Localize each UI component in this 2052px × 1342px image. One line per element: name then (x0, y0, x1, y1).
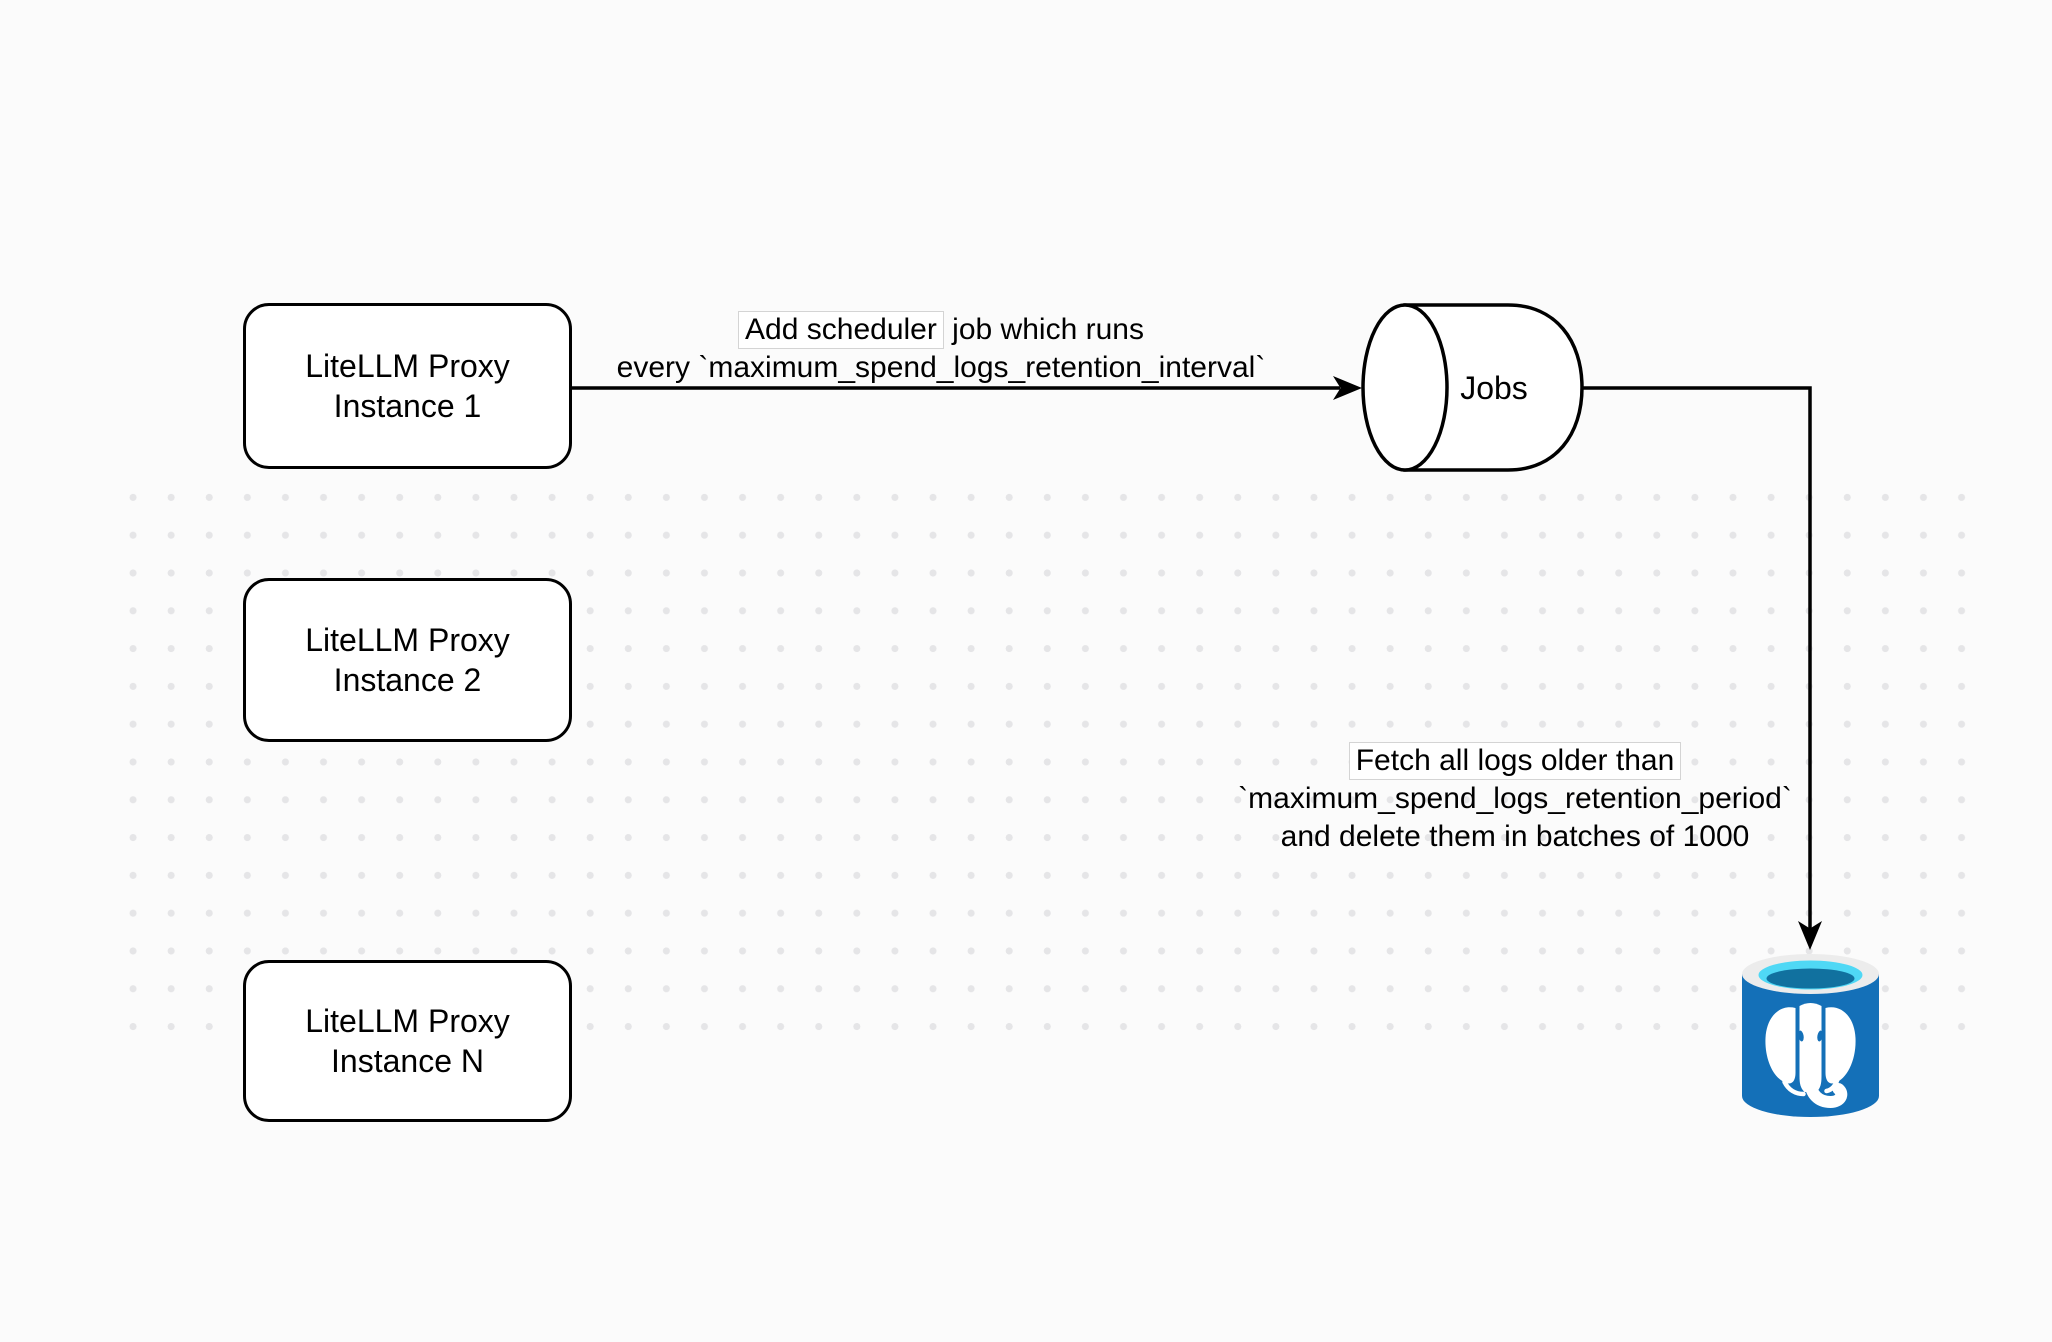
edge-label-line: every `maximum_spend_logs_retention_inte… (616, 351, 1266, 384)
node-label-line2: Instance 2 (333, 662, 482, 698)
edge-label-text: job which runs (943, 313, 1144, 346)
edge-jobs-to-postgres (1582, 386, 1822, 950)
node-label-line1: LiteLLM Proxy (305, 622, 510, 658)
edge-label-fetch-delete: Fetch all logs older than `maximum_spend… (1165, 742, 1865, 856)
node-litellm-proxy-instance-1[interactable]: LiteLLM Proxy Instance 1 (243, 303, 572, 469)
edge-label-add-scheduler: Add scheduler job which runs every `maxi… (591, 311, 1291, 387)
postgres-elephant-icon (1765, 1003, 1856, 1109)
node-label-line2: Instance 1 (333, 388, 482, 424)
jobs-node-label: Jobs (1460, 370, 1528, 406)
edge-label-line: Fetch all logs older than (1165, 742, 1865, 780)
node-label-line1: LiteLLM Proxy (305, 1003, 510, 1039)
edge-label-line: Add scheduler job which runs (591, 311, 1291, 349)
edge-label-line: and delete them in batches of 1000 (1280, 820, 1750, 853)
postgresql-database-icon (1742, 954, 1879, 1117)
cylinder-face-icon (1361, 303, 1449, 472)
edge-label-boxed-text: Fetch all logs older than (1348, 742, 1682, 780)
edge-proxy1-to-jobs (572, 376, 1362, 400)
node-label-line1: LiteLLM Proxy (305, 348, 510, 384)
edge-label-line: `maximum_spend_logs_retention_period` (1238, 782, 1792, 815)
node-litellm-proxy-instance-2[interactable]: LiteLLM Proxy Instance 2 (243, 578, 572, 742)
node-litellm-proxy-instance-n[interactable]: LiteLLM Proxy Instance N (243, 960, 572, 1122)
node-label-line2: Instance N (331, 1043, 484, 1079)
arrowhead-right-icon (1333, 376, 1362, 400)
edge-label-boxed-text: Add scheduler (738, 311, 944, 349)
jobs-datastore-shape (1361, 303, 1584, 472)
arrowhead-down-icon (1798, 921, 1822, 950)
database-water-deep-icon (1766, 968, 1855, 989)
